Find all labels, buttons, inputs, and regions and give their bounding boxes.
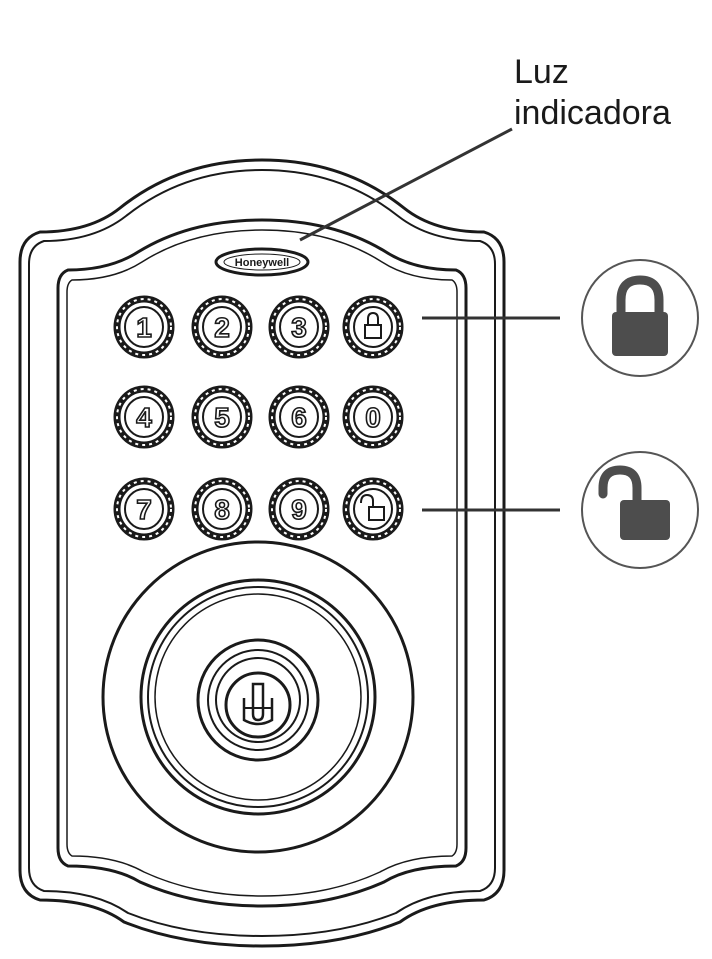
keypad-button-6[interactable]: 6 (268, 385, 330, 449)
escutcheon-outer (18, 158, 506, 948)
keypad-button-4[interactable]: 4 (113, 385, 175, 449)
padlock-closed-icon (612, 275, 668, 356)
lock-legend (581, 259, 699, 377)
keypad-button-0[interactable]: 0 (342, 385, 404, 449)
keypad-unlock-icon (360, 493, 385, 521)
padlock-open-icon (598, 465, 670, 540)
keyed-cylinder-rose (101, 540, 415, 854)
keypad-button-3[interactable]: 3 (268, 295, 330, 359)
indicator-label-line-1: Luz (514, 53, 569, 91)
inner-trim-panel-edge (66, 229, 458, 897)
keypad-button-unlock-icon[interactable] (342, 477, 404, 541)
keypad-digit: 7 (136, 494, 152, 525)
keypad-button-8[interactable]: 8 (191, 477, 253, 541)
keypad-digit: 4 (136, 402, 152, 433)
keypad-button-9[interactable]: 9 (268, 477, 330, 541)
inner-trim-panel (56, 218, 468, 908)
keypad-button-2[interactable]: 2 (191, 295, 253, 359)
indicator-leader-line (299, 127, 513, 242)
keypad-digit: 1 (136, 312, 152, 343)
keypad-button-7[interactable]: 7 (113, 477, 175, 541)
keyhole-icon (242, 682, 274, 726)
keypad-digit: 9 (291, 494, 307, 525)
keypad-digit: 8 (214, 494, 230, 525)
keypad-digit: 6 (291, 402, 307, 433)
key-cylinder (196, 638, 320, 762)
keypad-digit: 3 (291, 312, 307, 343)
keypad-button-1[interactable]: 1 (113, 295, 175, 359)
unlock-legend (581, 451, 699, 569)
indicator-label-line-2: indicadora (514, 94, 671, 132)
keypad: 1 2 3 4 5 6 0 7 8 9 (113, 295, 404, 541)
keypad-lock-icon (364, 311, 382, 339)
brand-logo: Honeywell (214, 247, 310, 277)
indicator-light-label: Luz indicadora (514, 52, 671, 134)
keypad-digit: 0 (365, 402, 381, 433)
brand-logo-text: Honeywell (235, 257, 289, 269)
keypad-digit: 2 (214, 312, 230, 343)
keypad-button-5[interactable]: 5 (191, 385, 253, 449)
keypad-digit: 5 (214, 402, 230, 433)
escutcheon-outer-inner-edge (28, 168, 496, 938)
keypad-button-lock-icon[interactable] (342, 295, 404, 359)
